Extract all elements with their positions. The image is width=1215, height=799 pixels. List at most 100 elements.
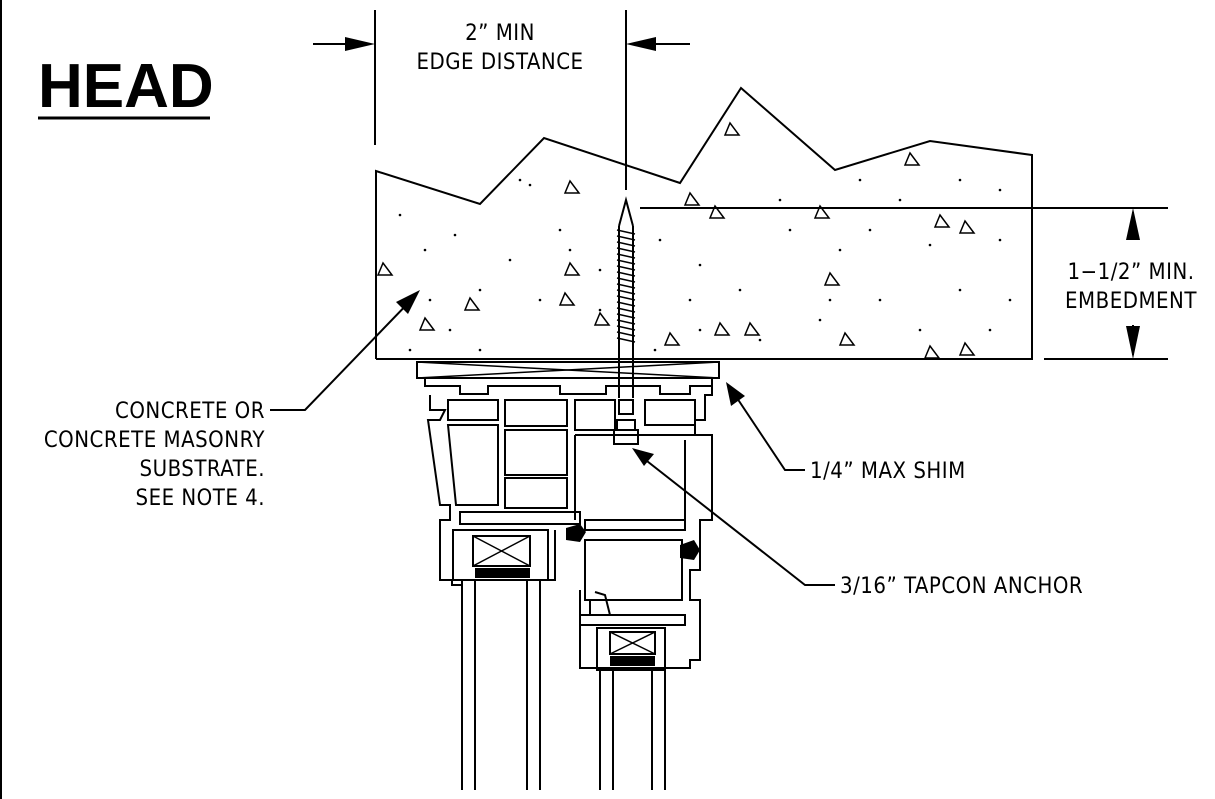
screw-thread [616, 325, 636, 331]
aggregate-triangle [823, 271, 841, 286]
aggregate-triangle [708, 204, 726, 219]
aggregate-triangle [838, 331, 856, 346]
aggregate-triangle [958, 341, 976, 356]
screw-thread [616, 253, 636, 259]
screw-thread [616, 313, 636, 319]
screw-thread [616, 259, 636, 265]
aggregate-triangle [593, 311, 611, 326]
stipple-dot [958, 178, 962, 182]
stipple-dot [878, 298, 882, 302]
stipple-dot [478, 288, 482, 292]
stipple-dot [738, 288, 742, 292]
stipple-dot [448, 328, 452, 332]
stipple-dot [1008, 298, 1012, 302]
stipple-dot [598, 308, 602, 312]
aggregate-triangle [813, 204, 831, 219]
aggregate-triangle [563, 179, 581, 194]
screw-thread [616, 331, 636, 337]
stipple-dot [858, 178, 862, 182]
stipple-dot [988, 328, 992, 332]
shim-callout: 1/4” MAX SHIM [726, 382, 966, 484]
screw-thread [616, 319, 636, 325]
stipple-dot [868, 228, 872, 232]
head-frame-extrusion [424, 378, 713, 790]
stipple-dot [423, 248, 427, 252]
screw-thread [616, 229, 636, 235]
stipple-dot [828, 298, 832, 302]
aggregate-triangle [713, 321, 731, 336]
aggregate-triangle [683, 191, 701, 206]
stipple-dot [508, 258, 512, 262]
stipple-dot [478, 348, 482, 352]
substrate-label-2: CONCRETE MASONRY [44, 428, 266, 453]
screw-thread [616, 337, 636, 343]
substrate-callout: CONCRETE OR CONCRETE MASONRY SUBSTRATE. … [44, 290, 420, 511]
stipple-dot [958, 288, 962, 292]
concrete-substrate [375, 86, 1033, 360]
concrete-stipple [398, 178, 1012, 352]
stipple-dot [528, 183, 532, 187]
screw-thread [616, 295, 636, 301]
screw-thread [616, 289, 636, 295]
embedment-dimension: 1−1/2” MIN. EMBEDMENT [640, 207, 1197, 360]
screw-thread [616, 307, 636, 313]
stipple-dot [598, 268, 602, 272]
stipple-dot [538, 298, 542, 302]
stipple-dot [698, 328, 702, 332]
stipple-dot [998, 188, 1002, 192]
aggregate-triangle [903, 151, 921, 166]
shim-label: 1/4” MAX SHIM [810, 459, 966, 484]
detail-title: HEAD [38, 52, 214, 121]
tapcon-anchor-screw [613, 196, 639, 445]
aggregate-triangle [723, 121, 741, 136]
stipple-dot [788, 228, 792, 232]
aggregate-triangle [463, 296, 481, 311]
stipple-dot [688, 298, 692, 302]
aggregate-triangle [663, 331, 681, 346]
stipple-dot [838, 248, 842, 252]
stipple-dot [818, 318, 822, 322]
stipple-dot [453, 233, 457, 237]
substrate-label-3: SUBSTRATE. [140, 457, 265, 482]
stipple-dot [428, 298, 432, 302]
screw-thread [616, 235, 636, 241]
embedment-label-1: 1−1/2” MIN. [1067, 260, 1194, 285]
screw-thread [616, 265, 636, 271]
screw-thread [616, 247, 636, 253]
shim [416, 361, 720, 379]
stipple-dot [998, 238, 1002, 242]
stipple-dot [778, 198, 782, 202]
aggregate-triangle [958, 219, 976, 234]
concrete-aggregate [376, 121, 976, 359]
aggregate-triangle [933, 213, 951, 228]
aggregate-triangle [923, 344, 941, 359]
screw-thread [616, 271, 636, 277]
stipple-dot [558, 228, 562, 232]
substrate-label-1: CONCRETE OR [115, 399, 265, 424]
edge-distance-label-1: 2” MIN [465, 21, 535, 46]
screw-thread [616, 301, 636, 307]
anchor-label: 3/16” TAPCON ANCHOR [840, 574, 1083, 599]
stipple-dot [658, 238, 662, 242]
screw-thread [616, 241, 636, 247]
stipple-dot [398, 213, 402, 217]
embedment-label-2: EMBEDMENT [1065, 289, 1197, 314]
aggregate-triangle [563, 261, 581, 276]
stipple-dot [698, 263, 702, 267]
stipple-dot [918, 328, 922, 332]
stipple-dot [898, 198, 902, 202]
stipple-dot [518, 178, 522, 182]
screw-thread [616, 277, 636, 283]
aggregate-triangle [743, 321, 761, 336]
screw-thread [616, 283, 636, 289]
stipple-dot [568, 248, 572, 252]
aggregate-triangle [376, 261, 394, 276]
stipple-dot [758, 338, 762, 342]
edge-distance-label-2: EDGE DISTANCE [416, 50, 583, 75]
substrate-label-4: SEE NOTE 4. [136, 486, 266, 511]
stipple-dot [928, 243, 932, 247]
aggregate-triangle [558, 291, 576, 306]
anchor-callout: 3/16” TAPCON ANCHOR [632, 448, 1083, 599]
edge-distance-dimension: 2” MIN EDGE DISTANCE [313, 10, 690, 190]
